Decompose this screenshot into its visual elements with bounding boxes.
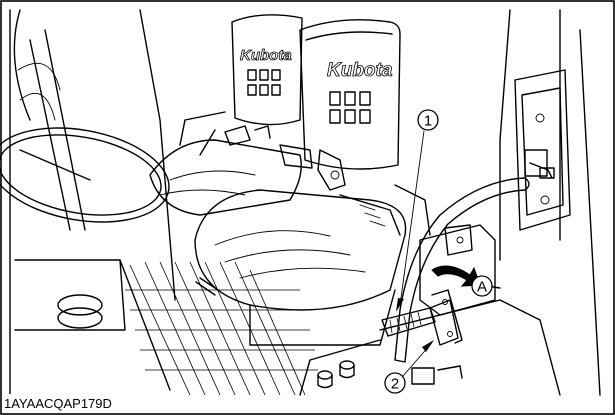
seat-brand-right: Kubota — [327, 60, 393, 81]
callout-1-label: 1 — [424, 113, 432, 130]
seat-brand-left: Kubota — [240, 47, 292, 64]
seat-cushion-left — [149, 139, 302, 216]
callout-2-label: 2 — [391, 376, 399, 393]
callout-2: 2 — [384, 340, 434, 394]
figure-code: 1AYAACQAP179D — [4, 396, 112, 411]
callout-1: 1 — [396, 109, 439, 312]
right-console — [299, 224, 561, 396]
grab-handle — [394, 177, 530, 363]
seat-belt-buckles — [199, 125, 346, 191]
seat-back-left: Kubota — [231, 14, 303, 126]
callout-a-label: A — [477, 279, 487, 296]
seat-base — [179, 111, 431, 236]
floor-mat — [119, 259, 318, 396]
callout-a: A — [471, 275, 493, 297]
floor-knobs — [317, 360, 355, 389]
seat-adjust-lever — [195, 277, 463, 346]
seat-back-right: Kubota — [299, 19, 401, 170]
seat-cushion-right — [194, 189, 407, 346]
cab-background — [9, 9, 601, 396]
steering-wheel — [0, 9, 170, 331]
figure-code-background — [2, 394, 182, 413]
